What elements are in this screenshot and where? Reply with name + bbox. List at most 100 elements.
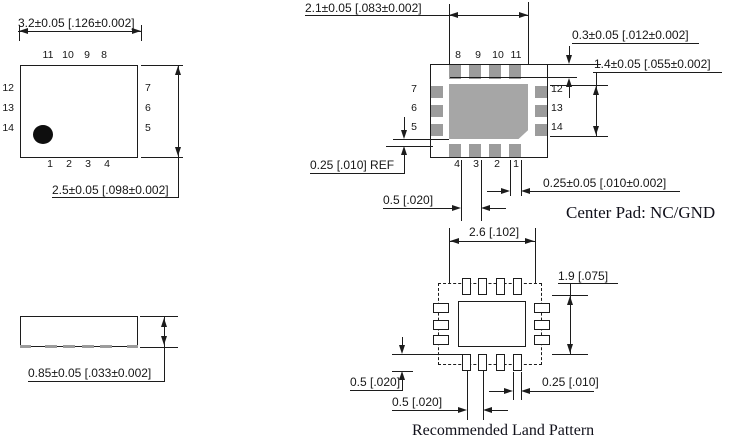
pin-label: 7 — [145, 82, 151, 94]
pad-10 — [489, 65, 501, 79]
arrowhead — [452, 205, 461, 211]
ext-line — [510, 160, 511, 196]
underline — [28, 381, 165, 382]
pad-5 — [431, 124, 443, 136]
pin-label: 8 — [101, 49, 107, 61]
arrowhead — [175, 147, 181, 156]
pad-7 — [431, 86, 443, 98]
arrow-tail — [490, 208, 506, 209]
arrow-tail — [404, 117, 405, 131]
dim-center-pad-gap: 0.25 [.010] REF — [310, 158, 395, 172]
arrow-tail — [402, 337, 403, 346]
ext-line — [521, 160, 522, 196]
pad-4 — [449, 144, 461, 157]
ext-line — [140, 347, 178, 348]
center-pad-note: Center Pad: NC/GND — [566, 203, 716, 222]
ext-line — [141, 157, 183, 158]
ext-line — [521, 372, 522, 400]
dim-land-height: 1.9 [.075] — [558, 269, 609, 283]
pin-label: 10 — [62, 49, 74, 61]
pin-label: 13 — [551, 102, 563, 114]
pin-label: 14 — [2, 122, 14, 134]
side-pad — [63, 345, 75, 348]
ext-line — [552, 354, 588, 355]
pad-3 — [469, 144, 481, 157]
side-pad — [20, 345, 31, 348]
arrowhead — [483, 407, 492, 413]
arrowhead — [521, 388, 530, 394]
dim-line — [164, 316, 165, 382]
pin-label: 6 — [411, 102, 417, 114]
arrowhead — [521, 188, 530, 194]
ext-line — [392, 354, 462, 355]
arrow-tail — [402, 379, 403, 390]
arrow-tail — [487, 191, 502, 192]
land-pad — [534, 320, 550, 330]
arrowhead — [449, 12, 458, 18]
land-pad — [496, 278, 505, 295]
dim-line — [596, 72, 597, 136]
land-pad — [534, 335, 550, 345]
dim-line — [178, 65, 179, 198]
underline — [530, 391, 594, 392]
ext-line — [19, 25, 20, 41]
side-pad — [127, 345, 138, 348]
dim-line — [18, 31, 142, 32]
land-pad — [478, 354, 487, 371]
underline — [350, 390, 403, 391]
land-pattern-caption: Recommended Land Pattern — [412, 422, 595, 439]
center-pad — [449, 84, 528, 139]
land-pad — [433, 335, 449, 345]
pin-label: 5 — [145, 122, 151, 134]
underline — [383, 208, 453, 209]
land-pad — [462, 278, 471, 295]
land-pad — [433, 303, 449, 313]
underline — [310, 173, 405, 174]
arrowhead — [399, 371, 405, 380]
arrowhead — [501, 188, 510, 194]
dim-land-pad-length: 0.5 [.020] — [350, 375, 401, 389]
underline — [392, 410, 459, 411]
arrowhead — [161, 318, 167, 327]
ext-line — [141, 25, 142, 41]
arrowhead — [566, 55, 572, 64]
dim-pad-width: 0.25±0.05 [.010±0.002] — [543, 176, 667, 190]
pin-label: 11 — [42, 49, 54, 61]
ext-line — [386, 146, 433, 147]
land-pad — [462, 354, 471, 371]
ext-line — [535, 228, 536, 283]
pad-8 — [449, 65, 461, 79]
pad-14 — [535, 124, 547, 136]
arrowhead — [401, 130, 407, 139]
ext-line — [552, 295, 588, 296]
ext-line — [449, 228, 450, 283]
pad-9 — [469, 65, 481, 79]
arrowhead — [458, 407, 467, 413]
ext-line — [461, 160, 462, 221]
dim-pad-pitch: 0.5 [.020] — [383, 193, 434, 207]
dim-pad-row-span: 2.1±0.05 [.083±0.002] — [305, 1, 422, 15]
pin-label: 1 — [513, 158, 519, 170]
side-pad — [45, 345, 57, 348]
pin-label: 11 — [510, 49, 522, 61]
arrowhead — [481, 205, 490, 211]
underline — [572, 43, 699, 44]
pin-label: 3 — [473, 158, 479, 170]
dim-land-width: 2.6 [.102] — [469, 225, 520, 239]
dim-line — [570, 283, 571, 355]
land-pad — [534, 303, 550, 313]
arrowhead — [132, 28, 141, 34]
pin-label: 3 — [85, 158, 91, 170]
ext-line — [449, 4, 450, 82]
ext-line — [483, 371, 484, 420]
pin-label: 2 — [494, 158, 500, 170]
ext-line — [393, 139, 449, 140]
land-pad — [496, 354, 505, 371]
arrowhead — [567, 296, 573, 305]
ext-line — [550, 136, 608, 137]
pin-label: 8 — [455, 49, 461, 61]
arrowhead — [593, 126, 599, 135]
arrow-tail — [489, 391, 505, 392]
arrowhead — [593, 86, 599, 95]
